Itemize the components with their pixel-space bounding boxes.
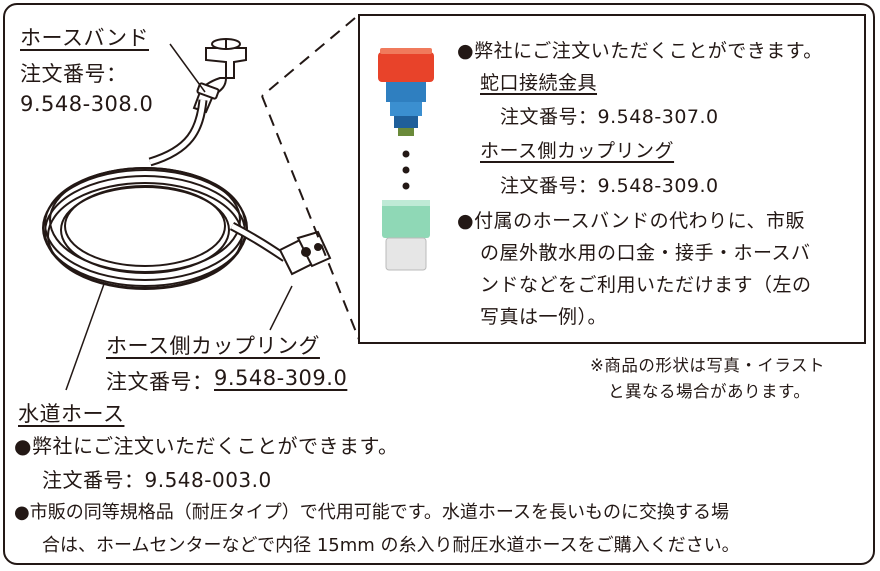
- water-hose-note-line2: 合は、ホームセンターなどで内径 15mm の糸入り耐圧水道ホースをご購入ください…: [42, 535, 740, 556]
- hose-band-title: ホースバンド: [20, 26, 149, 50]
- outer-frame: [3, 3, 875, 565]
- inset-note-line4: 写真は一例）。: [480, 306, 608, 328]
- coupling-order-label: 注文番号：: [106, 370, 214, 394]
- water-hose-order-note: ●弊社にご注文いただくことができます。: [14, 434, 399, 458]
- hose-coupling-icon: [278, 230, 332, 276]
- disclaimer-line2: と異なる場合があります。: [608, 382, 811, 401]
- faucet-connector-icon: [378, 48, 434, 136]
- coupling-order-number: 9.548-309.0: [214, 366, 348, 390]
- inset-order-note: ●弊社にご注文いただくことができます。: [457, 40, 823, 62]
- hose-coupling-inset-title: ホース側カップリング: [480, 140, 675, 162]
- inset-note-line3: ンドなどをご利用いただけます（左の: [480, 274, 812, 296]
- parts-photo: [378, 48, 434, 271]
- hose-band-order-label: 注文番号：: [20, 62, 128, 86]
- hose-band-order-number: 9.548-308.0: [20, 92, 154, 116]
- coupling-title: ホース側カップリング: [106, 334, 320, 358]
- parts-inset-box: ●弊社にご注文いただくことができます。 蛇口接続金具 注文番号：9.548-30…: [358, 14, 866, 344]
- water-hose-title: 水道ホース: [18, 402, 125, 426]
- faucet-connector-title: 蛇口接続金具: [480, 72, 598, 94]
- water-hose-order-number: 注文番号：9.548-003.0: [42, 468, 272, 492]
- faucet-icon: [192, 38, 247, 114]
- faucet-connector-order: 注文番号：9.548-307.0: [500, 106, 719, 128]
- inset-note-line2: の屋外散水用の口金・接手・ホースバ: [480, 242, 811, 264]
- hose-coupling-inset-order: 注文番号：9.548-309.0: [500, 175, 719, 197]
- disclaimer-line1: ※商品の形状は写真・イラスト: [590, 356, 825, 375]
- coupling-photo-icon: [382, 200, 430, 271]
- hose-coil: [42, 167, 248, 290]
- water-hose-note-line1: ●市販の同等規格品（耐圧タイプ）で代用可能です。水道ホースを長いものに交換する場: [14, 502, 730, 523]
- inset-note-line1: ●付属のホースバンドの代わりに、市販: [457, 210, 806, 232]
